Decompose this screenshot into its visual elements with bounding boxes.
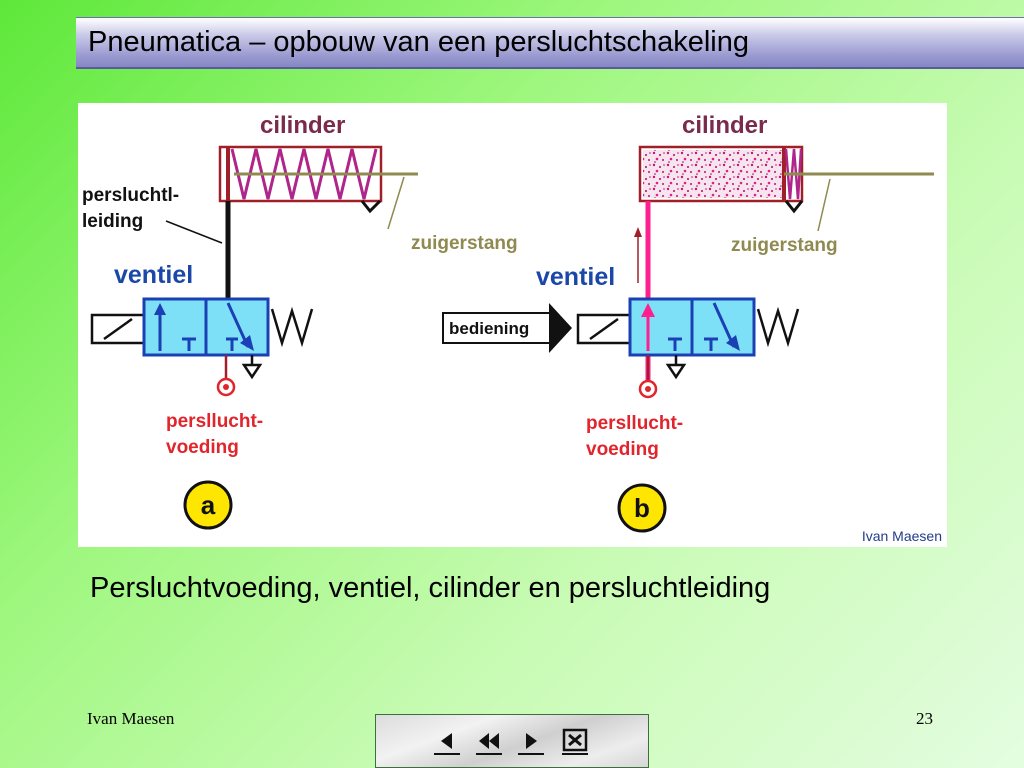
cilinder-label-a: cilinder	[260, 112, 345, 139]
close-icon	[562, 728, 588, 755]
diagram-b: cilinder zuigerstang ventiel	[536, 112, 934, 533]
close-presentation-button[interactable]	[560, 728, 590, 756]
diagram-a: cilinder persluchtl- leiding zuigerstang…	[82, 112, 518, 530]
voeding-label-a-1: persllucht-	[166, 411, 263, 432]
ventiel-label-a: ventiel	[114, 261, 193, 289]
bediening-arrow: bediening	[442, 303, 572, 353]
zuigerstang-label-a: zuigerstang	[411, 233, 518, 254]
previous-slide-button[interactable]	[432, 728, 462, 756]
voeding-label-b-1: persllucht-	[586, 413, 683, 434]
pneumatic-diagram: cilinder persluchtl- leiding zuigerstang…	[78, 103, 947, 547]
diagram-credit: Ivan Maesen	[862, 528, 942, 544]
bediening-label: bediening	[449, 319, 529, 338]
prev-icon	[434, 733, 460, 755]
valve-b	[576, 297, 800, 399]
voeding-label-a-2: voeding	[166, 437, 239, 458]
marker-a-label: a	[201, 490, 216, 520]
zuigerstang-label-b: zuigerstang	[731, 235, 838, 256]
voeding-label-b-2: voeding	[586, 439, 659, 460]
cylinder-a	[218, 145, 383, 214]
first-icon	[476, 733, 502, 755]
leiding-label-a-2: leiding	[82, 211, 143, 232]
marker-b-label: b	[634, 493, 650, 523]
valve-a	[90, 297, 314, 397]
slide-title: Pneumatica – opbouw van een persluchtsch…	[88, 26, 749, 58]
marker-b	[617, 483, 667, 533]
marker-a	[183, 480, 233, 530]
title-bar: Pneumatica – opbouw van een persluchtsch…	[76, 17, 1024, 69]
next-icon	[518, 733, 544, 755]
first-slide-button[interactable]	[474, 728, 504, 756]
diagram-svg: cilinder persluchtl- leiding zuigerstang…	[82, 112, 942, 544]
slide-caption: Persluchtvoeding, ventiel, cilinder en p…	[90, 572, 771, 604]
cilinder-label-b: cilinder	[682, 112, 767, 139]
footer-author: Ivan Maesen	[87, 709, 175, 728]
navigation-bar	[375, 714, 649, 768]
page-number: 23	[916, 709, 933, 728]
ventiel-label-b: ventiel	[536, 263, 615, 291]
leiding-label-a-1: persluchtl-	[82, 185, 179, 206]
cylinder-b	[638, 145, 804, 214]
next-slide-button[interactable]	[516, 728, 546, 756]
